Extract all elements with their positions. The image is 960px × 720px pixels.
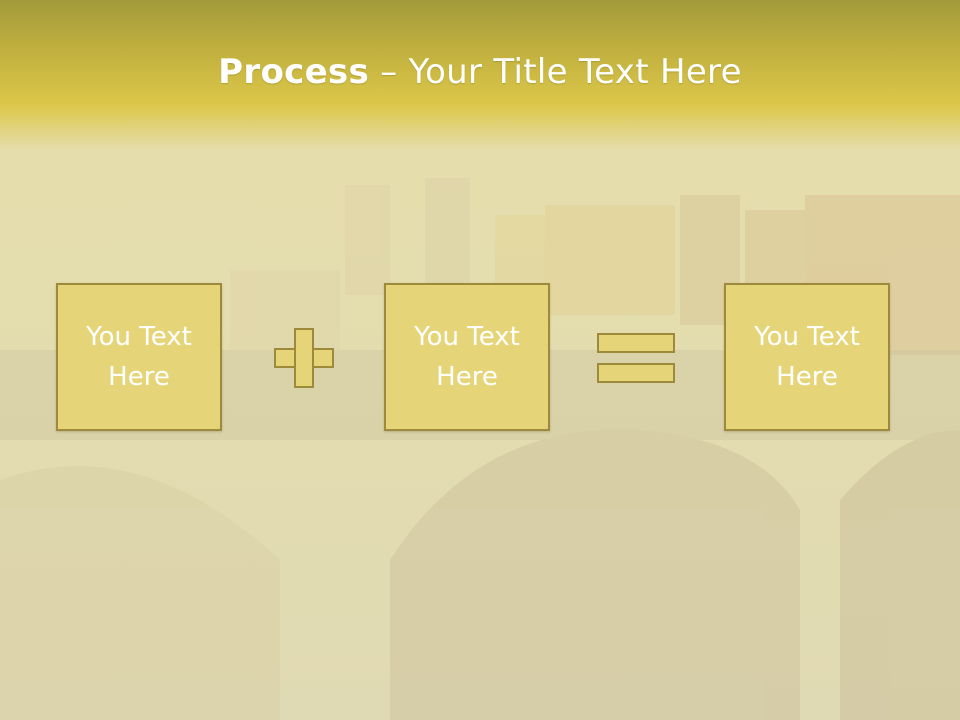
slide-title[interactable]: Process – Your Title Text Here bbox=[0, 52, 960, 92]
process-box-1-line1: You Text bbox=[86, 322, 192, 352]
process-box-3[interactable]: You Text Here bbox=[724, 283, 890, 431]
process-box-2-text: You Text Here bbox=[414, 317, 520, 397]
process-box-3-line1: You Text bbox=[754, 322, 860, 352]
process-box-2[interactable]: You Text Here bbox=[384, 283, 550, 431]
equals-icon bbox=[597, 333, 675, 383]
title-rest: – Your Title Text Here bbox=[369, 52, 742, 92]
process-box-1[interactable]: You Text Here bbox=[56, 283, 222, 431]
process-box-3-line2: Here bbox=[776, 362, 838, 392]
process-box-1-line2: Here bbox=[108, 362, 170, 392]
process-box-2-line2: Here bbox=[436, 362, 498, 392]
process-box-3-text: You Text Here bbox=[754, 317, 860, 397]
title-bold: Process bbox=[218, 52, 370, 92]
header-band bbox=[0, 0, 960, 150]
plus-icon bbox=[274, 328, 334, 388]
process-box-1-text: You Text Here bbox=[86, 317, 192, 397]
process-box-2-line1: You Text bbox=[414, 322, 520, 352]
